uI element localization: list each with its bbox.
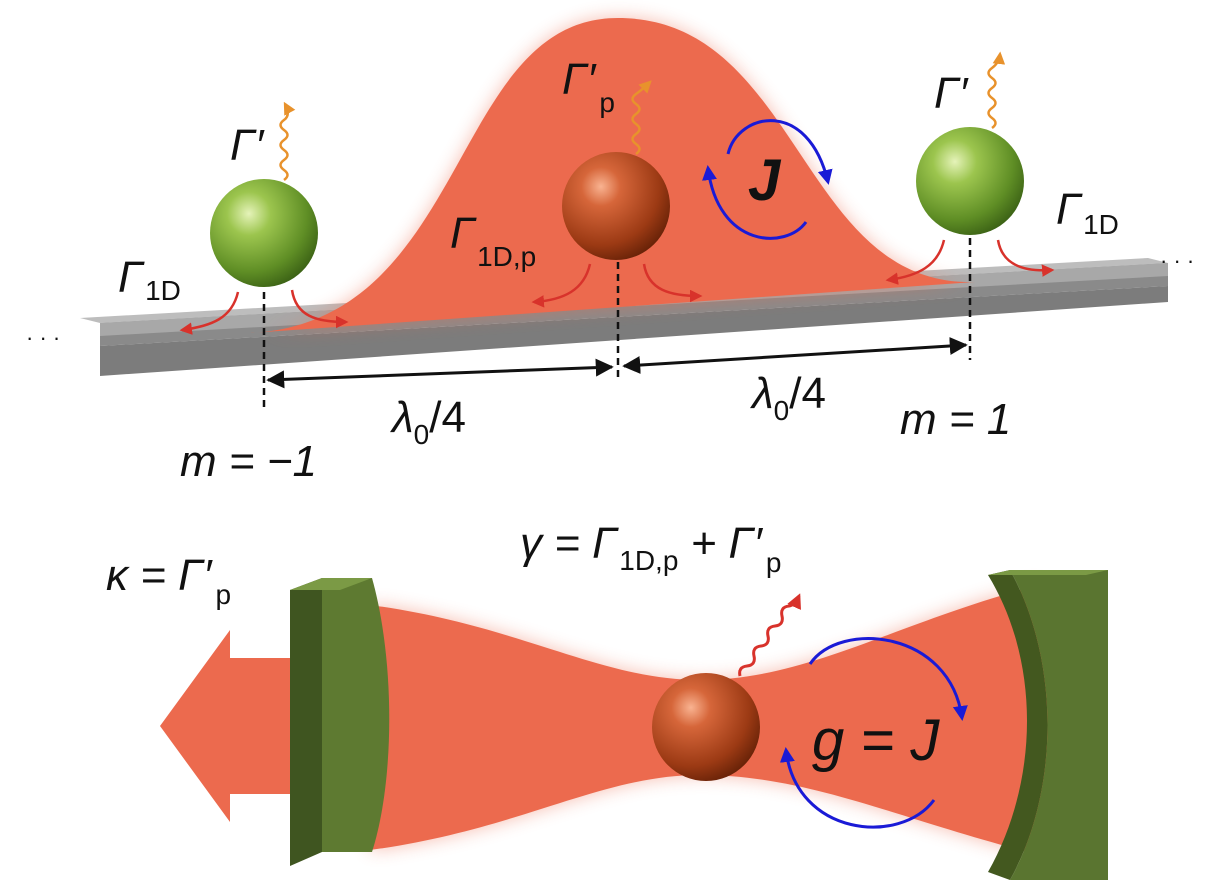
waveguide-panel: · · · · · · Γ′ Γ1D Γ′p Γ1D,p Γ′ Γ1D J λ0… — [26, 18, 1194, 486]
label-gamma-1d-left: Γ1D — [118, 253, 181, 306]
emission-wavy-arrow-right — [987, 51, 1006, 130]
atom-left-icon — [210, 179, 318, 287]
label-gamma-prime-probe: Γ′p — [562, 55, 615, 118]
label-coupling-j: J — [748, 148, 782, 213]
ellipsis-right: · · · — [1160, 248, 1194, 273]
atom-right-icon — [916, 127, 1024, 235]
cavity-coupling-arrow-upper — [808, 637, 968, 721]
decay-arrow-right-b — [996, 239, 1055, 277]
label-g-equals-j: g = J — [812, 708, 940, 773]
spacing-arrow-right — [622, 337, 968, 374]
decay-arrow-probe-b — [642, 263, 703, 303]
label-kappa: κ = Γ′p — [106, 551, 231, 610]
decay-arrow-left-b — [290, 289, 349, 329]
decay-arrow-probe-a — [531, 263, 592, 308]
coupling-arrow-upper — [726, 119, 833, 185]
label-gamma-prime-right: Γ′ — [934, 69, 969, 118]
decay-arrow-left-a — [179, 291, 240, 335]
label-spacing-left: λ0/4 — [390, 393, 466, 450]
coupling-arrow-lower — [702, 165, 808, 240]
right-mirror-icon — [988, 570, 1108, 880]
cavity-coupling-arrow-lower — [779, 747, 936, 829]
decay-arrow-right-a — [885, 239, 946, 285]
spacing-arrow-left — [266, 358, 614, 389]
label-gamma-prime-left: Γ′ — [230, 121, 265, 170]
label-gamma-total: γ = Γ1D,p + Γ′p — [520, 519, 781, 578]
left-mirror-icon — [290, 578, 390, 866]
output-arrow-icon — [160, 630, 312, 822]
label-index-right: m = 1 — [900, 395, 1011, 444]
emission-wavy-arrow-probe — [631, 80, 652, 156]
label-index-left: m = −1 — [180, 437, 317, 486]
cavity-panel: κ = Γ′p γ = Γ1D,p + Γ′p g = J — [106, 519, 1108, 880]
label-spacing-right: λ0/4 — [750, 369, 826, 426]
label-gamma-1d-probe: Γ1D,p — [450, 209, 536, 272]
emission-wavy-arrow-left — [279, 101, 296, 182]
label-gamma-1d-right: Γ1D — [1056, 185, 1119, 240]
cavity-atom-icon — [652, 673, 760, 781]
cavity-emission-wavy-arrow — [738, 593, 801, 677]
ellipsis-left: · · · — [26, 325, 60, 350]
probe-atom-icon — [562, 152, 670, 260]
